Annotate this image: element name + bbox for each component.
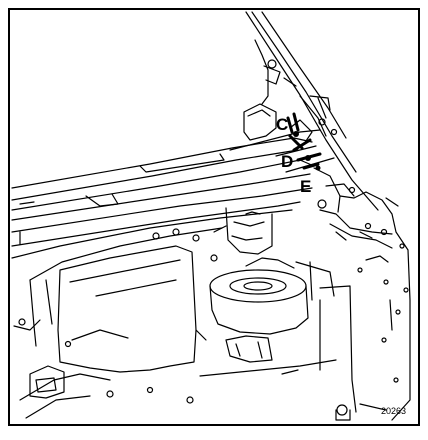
callout-c-label: C [276, 115, 288, 134]
wheel-well-turret [209, 257, 335, 335]
lower-bulkhead [11, 209, 337, 419]
cross-member-beam [11, 137, 315, 247]
windscreen-pillar [245, 11, 379, 211]
figure-reference-number: 20263 [381, 406, 406, 416]
callout-d-label: D [281, 152, 293, 171]
right-inner-panel [313, 167, 411, 421]
strut-tower [213, 207, 273, 255]
side-box-panel [225, 285, 387, 421]
callout-e-label: E [300, 177, 311, 196]
callout-markers [293, 131, 321, 171]
figure-border [8, 8, 420, 426]
